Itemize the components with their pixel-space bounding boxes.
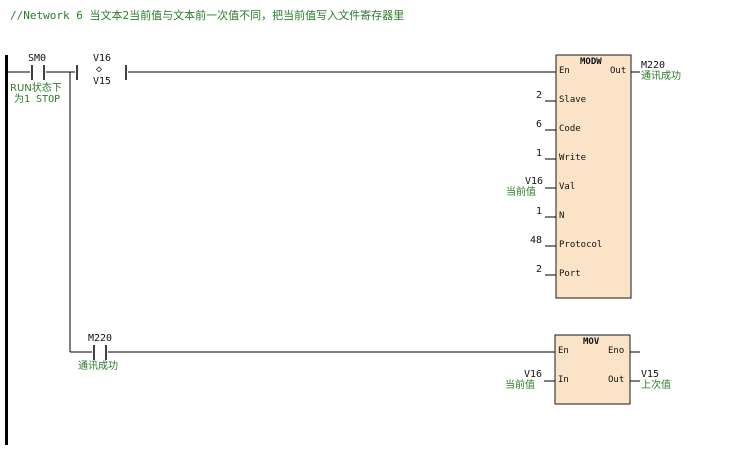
modw-param-port-label: Port xyxy=(559,269,581,279)
mov-in-address[interactable]: V16 xyxy=(524,369,543,380)
modw-param-code-value[interactable]: 6 xyxy=(536,119,543,130)
modw-param-val-label: Val xyxy=(559,182,576,192)
modw-param-protocol-value[interactable]: 48 xyxy=(530,235,543,246)
modw-param-n-label: N xyxy=(559,211,565,221)
contact-sm0-address[interactable]: SM0 xyxy=(28,53,47,64)
modw-param-val-value[interactable]: V16 xyxy=(525,176,544,187)
modw-param-write-value[interactable]: 1 xyxy=(536,148,543,159)
modw-param-slave-value[interactable]: 2 xyxy=(536,90,543,101)
modw-block xyxy=(555,54,632,299)
mov-block xyxy=(554,334,631,405)
modw-out-label: Out xyxy=(610,66,627,76)
contact-m220-symbol xyxy=(93,345,107,360)
contact-sm0-comment-line2: 为1 STOP xyxy=(14,94,61,105)
mov-en-label: En xyxy=(558,346,569,356)
contact-m220-comment: 通讯成功 xyxy=(78,361,118,372)
modw-param-write-label: Write xyxy=(559,153,587,163)
mov-title[interactable]: MOV xyxy=(583,337,600,347)
modw-title[interactable]: MODW xyxy=(580,57,602,67)
modw-out-address[interactable]: M220 xyxy=(641,60,666,71)
contact-sm0-symbol xyxy=(31,65,45,80)
contact-compare-address-bottom[interactable]: V15 xyxy=(93,76,112,87)
contact-compare-address-top[interactable]: V16 xyxy=(93,53,112,64)
contact-compare-symbol xyxy=(76,65,127,80)
modw-param-port-value[interactable]: 2 xyxy=(536,264,543,275)
modw-param-code-label: Code xyxy=(559,124,581,134)
modw-out-comment: 通讯成功 xyxy=(641,71,681,82)
mov-eno-label: Eno xyxy=(608,346,625,356)
modw-param-val-comment: 当前值 xyxy=(506,187,536,198)
left-power-rail xyxy=(5,55,8,445)
modw-en-label: En xyxy=(559,66,570,76)
contact-compare-symbol-glyph: ◇ xyxy=(96,64,103,75)
mov-out-address[interactable]: V15 xyxy=(641,369,660,380)
mov-out-comment: 上次值 xyxy=(641,380,671,391)
contact-m220-address[interactable]: M220 xyxy=(88,333,113,344)
modw-param-protocol-label: Protocol xyxy=(559,240,603,250)
mov-in-comment: 当前值 xyxy=(505,380,535,391)
contact-sm0-comment-line1: RUN状态下 xyxy=(10,83,62,94)
mov-in-label: In xyxy=(558,375,569,385)
mov-out-label: Out xyxy=(608,375,625,385)
modw-param-n-value[interactable]: 1 xyxy=(536,206,543,217)
modw-param-slave-label: Slave xyxy=(559,95,587,105)
network-comment: //Network 6 当文本2当前值与文本前一次值不同，把当前值写入文件寄存器… xyxy=(10,9,405,22)
